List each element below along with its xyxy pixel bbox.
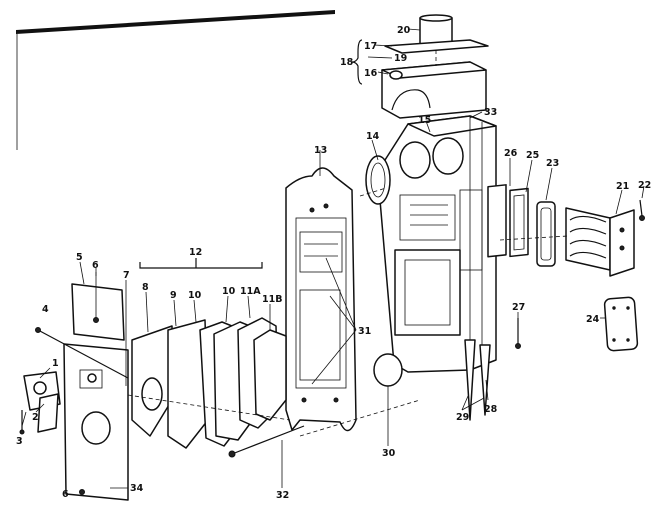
callout-25: 25	[526, 150, 539, 161]
screw-6b	[79, 489, 85, 495]
callout-1: 1	[52, 358, 59, 369]
burner-assembly-21	[565, 207, 635, 277]
callout-8: 8	[142, 282, 149, 293]
callout-22: 22	[638, 180, 651, 191]
callout-11a: 11A	[240, 286, 261, 297]
top-gasket-plate	[384, 39, 489, 54]
callout-26: 26	[504, 148, 518, 159]
screw-6	[93, 272, 99, 323]
sight-plug-30	[373, 353, 403, 387]
side-plate-23	[536, 201, 556, 267]
callout-29: 29	[456, 412, 469, 423]
callout-10a: 10	[188, 290, 202, 301]
callout-21: 21	[616, 181, 629, 192]
callout-12: 12	[189, 247, 202, 258]
screw-22	[639, 199, 645, 221]
screw-27	[515, 318, 521, 349]
flue-collar-part	[419, 14, 453, 45]
callout-19: 19	[394, 53, 407, 64]
screw-3	[19, 410, 25, 435]
group-bracket-18	[351, 39, 363, 85]
flue-hood-part	[381, 61, 487, 119]
callout-16: 16	[364, 68, 378, 79]
callout-27: 27	[512, 302, 525, 313]
callout-14: 14	[366, 131, 380, 142]
callout-10b: 10	[222, 286, 236, 297]
callout-33: 33	[484, 107, 497, 118]
callout-24: 24	[586, 314, 600, 325]
side-gasket-26	[487, 184, 507, 258]
outer-panel-34	[63, 343, 129, 501]
flue-ring-14	[365, 155, 391, 205]
callout-20: 20	[397, 25, 411, 36]
callout-9: 9	[170, 290, 177, 301]
callout-6b: 6	[62, 489, 69, 500]
rod-32	[228, 425, 305, 458]
callout-31: 31	[358, 326, 371, 337]
baffle-11b	[253, 329, 287, 421]
callout-2: 2	[32, 412, 39, 423]
bracket-2	[37, 393, 59, 433]
callout-5: 5	[76, 252, 83, 263]
callout-18: 18	[340, 57, 354, 68]
callout-11b: 11B	[262, 294, 282, 305]
leader-lines	[21, 28, 645, 489]
callout-7: 7	[123, 270, 130, 281]
callout-17: 17	[364, 41, 377, 52]
callout-6: 6	[92, 260, 99, 271]
inner-plate-5	[71, 283, 125, 341]
cover-plate-24	[603, 296, 639, 352]
side-gasket-25	[509, 187, 529, 258]
callout-15: 15	[418, 115, 431, 126]
bolt-4	[35, 327, 129, 379]
callout-4: 4	[42, 304, 49, 315]
baffle-8	[131, 325, 173, 437]
callout-32: 32	[276, 490, 289, 501]
front-panel-13	[285, 167, 357, 432]
callout-34: 34	[130, 483, 144, 494]
callout-28: 28	[484, 404, 498, 415]
group-bracket-12	[139, 258, 263, 269]
baffle-9	[167, 319, 209, 449]
callout-3: 3	[16, 436, 23, 447]
callout-13: 13	[314, 145, 327, 156]
callout-30: 30	[382, 448, 396, 459]
explode-guides	[127, 50, 569, 437]
header-rule	[16, 10, 335, 34]
callout-23: 23	[546, 158, 559, 169]
heat-exchanger-body	[379, 115, 497, 421]
